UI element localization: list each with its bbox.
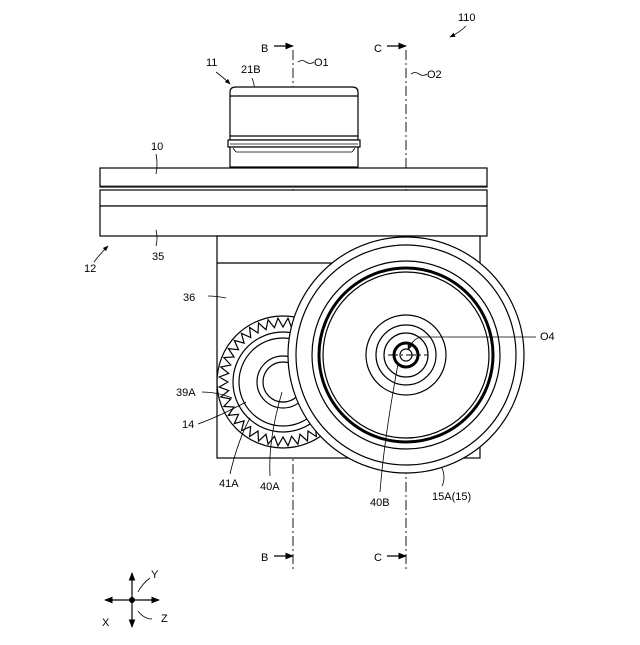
coordinate-axes: [105, 573, 159, 627]
label-o4: O4: [540, 331, 555, 343]
label-11: 11: [206, 57, 217, 69]
label-36: 36: [183, 292, 195, 304]
leader-12: [94, 246, 108, 262]
plate-10: [100, 168, 487, 187]
label-35: 35: [152, 251, 164, 263]
leader-35: [156, 230, 157, 246]
section-b-bottom: B: [261, 552, 268, 564]
label-o1: O1: [314, 57, 329, 69]
label-15a: 15A(15): [432, 491, 471, 503]
label-z: Z: [161, 613, 168, 625]
plate-35: [100, 190, 487, 236]
label-y: Y: [151, 569, 159, 581]
label-12: 12: [84, 263, 96, 275]
label-40b: 40B: [370, 497, 390, 509]
tilde-o2: [411, 73, 427, 76]
motor-21b: [228, 87, 360, 167]
label-41a: 41A: [219, 478, 239, 490]
label-10: 10: [151, 141, 163, 153]
section-b-top: B: [261, 43, 268, 55]
label-fig-ref: 110: [458, 12, 476, 24]
leader-11: [216, 72, 230, 84]
label-o2: O2: [427, 69, 442, 81]
leader-15a: [442, 468, 444, 486]
leader-10: [156, 154, 157, 174]
label-40a: 40A: [260, 481, 280, 493]
section-c-top: C: [374, 43, 382, 55]
leader-110: [450, 26, 466, 37]
label-21b: 21B: [241, 64, 261, 76]
label-x: X: [102, 617, 110, 629]
section-c-bottom: C: [374, 552, 382, 564]
label-39a: 39A: [176, 387, 196, 399]
label-14: 14: [182, 419, 194, 431]
tilde-o1: [298, 61, 314, 64]
